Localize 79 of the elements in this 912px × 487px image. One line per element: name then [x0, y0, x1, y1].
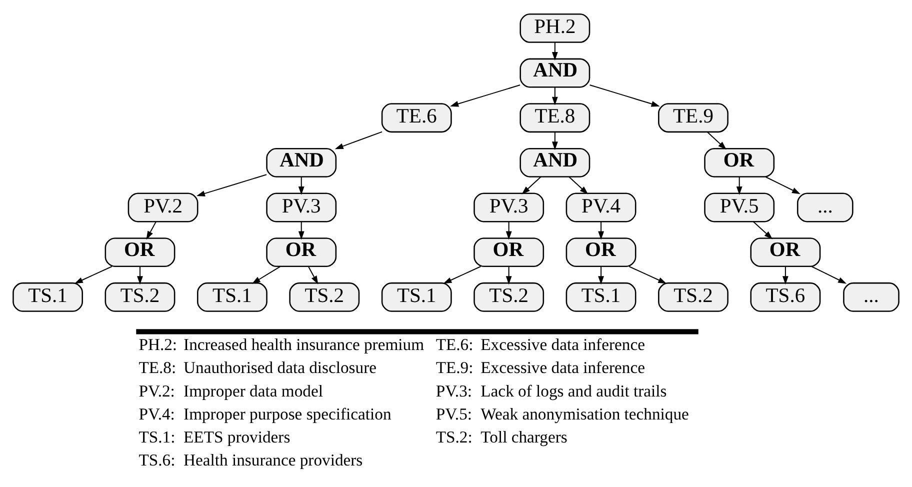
- label: Lack of logs and audit trails: [480, 380, 667, 400]
- label: TE.9:: [436, 358, 474, 377]
- arrow: [628, 266, 667, 284]
- arrow: [298, 221, 304, 240]
- node-box: AND: [520, 58, 590, 88]
- arrow: [765, 176, 800, 194]
- arrow: [298, 176, 304, 194]
- arrow: [196, 174, 267, 196]
- node-box: PV.3: [266, 192, 337, 222]
- node-box: TS.2: [658, 282, 728, 312]
- node-box: PV.3: [474, 192, 544, 222]
- label: Increased health insurance premium: [184, 334, 424, 354]
- node-box: TE.8: [520, 102, 590, 132]
- node-box: TE.6: [381, 102, 452, 132]
- arrow: [522, 176, 542, 194]
- label: TE.8:: [138, 358, 176, 377]
- label: PH.2:: [138, 334, 178, 354]
- label: PV.2:: [138, 380, 175, 400]
- node-box: TS.1: [12, 282, 83, 312]
- node-box: TE.9: [658, 102, 728, 132]
- arrow: [552, 132, 558, 150]
- arrow: [552, 86, 558, 105]
- node-box: OR: [704, 147, 775, 177]
- node-box: OR: [566, 237, 636, 267]
- node-box: TS.1: [197, 282, 268, 312]
- node-box: ...: [843, 282, 900, 312]
- arrow: [782, 266, 788, 284]
- label: Weak anonymisation technique: [480, 404, 689, 423]
- label: PV.3:: [436, 380, 472, 400]
- node-box: PH.2: [520, 12, 590, 42]
- label: TS.2:: [436, 426, 472, 446]
- arrow: [74, 266, 112, 284]
- node-box: PV.5: [704, 192, 775, 222]
- node-box: TS.6: [750, 282, 821, 312]
- node-box: TS.1: [381, 282, 452, 312]
- label: TS.6:: [138, 450, 176, 469]
- label: Excessive data inference: [480, 334, 645, 354]
- arrow: [568, 176, 588, 194]
- arrow: [506, 266, 512, 284]
- arrow: [598, 221, 604, 240]
- node-box: OR: [104, 237, 176, 267]
- arrow: [308, 266, 318, 284]
- arrow: [252, 266, 280, 284]
- label: Excessive data inference: [480, 358, 645, 377]
- arrow: [137, 266, 143, 284]
- node-box: TS.2: [104, 282, 176, 312]
- arrow: [506, 221, 512, 240]
- arrow: [443, 266, 481, 284]
- label: Improper purpose specification: [184, 404, 392, 423]
- arrow: [552, 42, 558, 60]
- arrow: [450, 84, 520, 106]
- arrow: [590, 84, 660, 106]
- node-box: AND: [520, 147, 590, 177]
- label: Health insurance providers: [184, 450, 363, 469]
- arrow: [146, 220, 156, 240]
- label: PV.4:: [138, 404, 175, 423]
- node-box: ...: [796, 192, 854, 222]
- label: Toll chargers: [480, 426, 568, 446]
- arrow: [334, 130, 382, 149]
- node-box: OR: [750, 237, 821, 267]
- label: TS.1:: [138, 426, 176, 446]
- label: Unauthorised data disclosure: [184, 358, 377, 377]
- label: PV.5:: [436, 404, 472, 423]
- label: TE.6:: [436, 334, 474, 354]
- arrow: [706, 131, 726, 150]
- label: EETS providers: [184, 426, 290, 446]
- node-box: AND: [266, 147, 337, 177]
- arrow: [736, 176, 742, 194]
- arrow: [811, 266, 847, 284]
- arrow: [753, 220, 773, 239]
- node-box: TS.2: [474, 282, 544, 312]
- node-box: PV.2: [128, 192, 198, 222]
- label: Improper data model: [184, 380, 323, 400]
- node-box: OR: [474, 237, 544, 267]
- node-box: TS.2: [289, 282, 360, 312]
- node-box: TS.1: [566, 282, 636, 312]
- arrow: [598, 266, 604, 284]
- node-box: PV.4: [566, 192, 636, 222]
- node-box: OR: [266, 237, 337, 267]
